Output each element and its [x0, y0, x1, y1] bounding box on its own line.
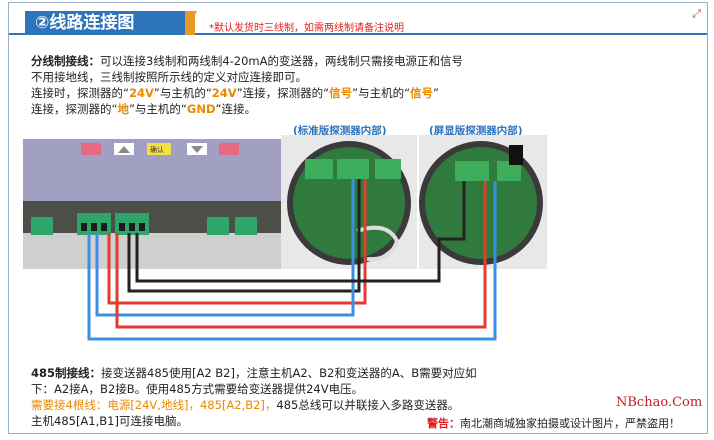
- shipping-note: *默认发货时三线制，如需两线制请备注说明: [209, 23, 404, 34]
- wires: [87, 179, 497, 341]
- wire-blue-display: [87, 181, 497, 341]
- document-frame: ②线路连接图 *默认发货时三线制，如需两线制请备注说明 ⤢ 分线制接线：可以连接…: [8, 2, 708, 434]
- rs485-line-3: 需要接4根线：电源[24V,地线]，485[A2,B2]，485总线可以并联接入…: [31, 398, 460, 412]
- wiring-diagram: 确认: [23, 135, 547, 341]
- expand-icon[interactable]: ⤢: [692, 7, 701, 20]
- rs485-line-2: 下：A2接A，B2接B。使用485方式需要给变送器提供24V电压。: [31, 382, 364, 396]
- three-wire-line-4: 连接，探测器的“地”与主机的“GND”连接。: [31, 102, 256, 116]
- site-watermark: NBchao.Com: [616, 395, 703, 410]
- panel-button-red-2: [219, 143, 239, 155]
- section-tab-title: ②线路连接图: [25, 11, 197, 35]
- caption-display: (屏显版探测器内部): [429, 125, 523, 137]
- panel-button-confirm-label: 确认: [150, 145, 164, 154]
- host-controller: 确认: [23, 139, 285, 269]
- tab-accent: [185, 11, 195, 35]
- standard-detector-board: [281, 135, 417, 269]
- caption-standard: (标准版探测器内部): [293, 125, 387, 137]
- rs485-line-1: 485制接线：接变送器485使用[A2 B2]，注意主机A2、B2和变送器的A、…: [31, 366, 477, 380]
- three-wire-line-1: 分线制接线：可以连接3线制和两线制4-20mA的变送器，两线制只需接电源正和信号: [31, 54, 463, 68]
- wire-black-standard: [127, 179, 361, 293]
- wire-black-display: [135, 181, 466, 283]
- panel-button-red: [81, 143, 101, 155]
- three-wire-line-3: 连接时，探测器的“24V”与主机的“24V”连接，探测器的“信号”与主机的“信号…: [31, 86, 440, 100]
- wire-blue-standard: [95, 179, 355, 317]
- rs485-line-4: 主机485[A1,B1]可连接电脑。: [31, 414, 188, 428]
- three-wire-line-2: 不用接地线，三线制按照所示线的定义对应连接即可。: [31, 70, 307, 84]
- copyright-warning: 警告：南北潮商城独家拍摄或设计图片，严禁盗用！: [427, 417, 680, 430]
- wire-red-display: [115, 181, 487, 329]
- wire-red-standard: [107, 179, 367, 305]
- header-rule: [9, 33, 707, 35]
- panel-button-confirm: [147, 143, 171, 155]
